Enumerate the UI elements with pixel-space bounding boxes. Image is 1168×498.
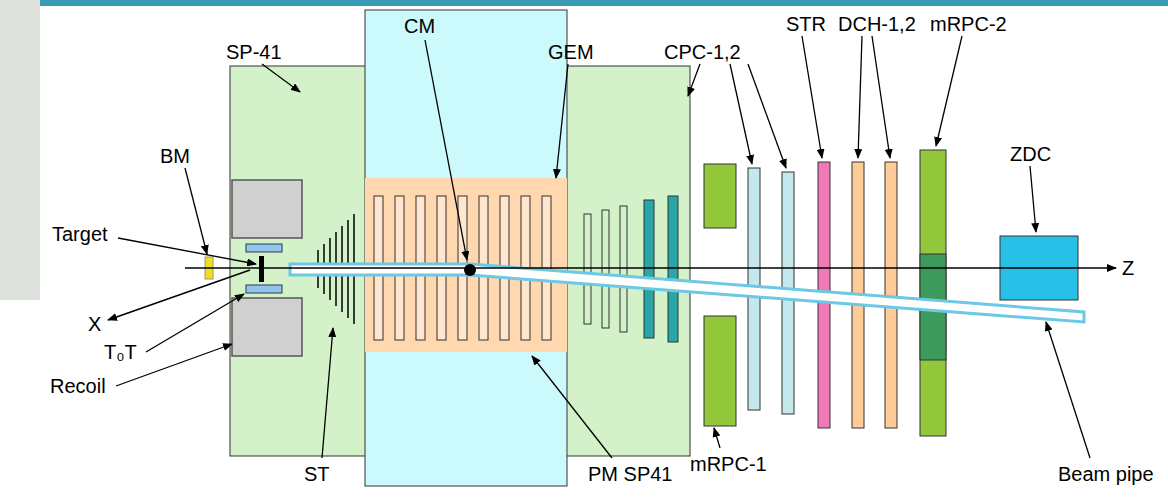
photo-sliver: [0, 0, 40, 300]
part-label: ST: [304, 462, 330, 486]
part-label: CPC-1,2: [664, 40, 741, 64]
magnet-pole: [365, 10, 567, 486]
part-label: Target: [52, 222, 108, 246]
part-label: SP-41: [226, 40, 282, 64]
mrpc1-chamber: [704, 164, 736, 228]
drift-chamber: [885, 162, 897, 428]
recoil-block: [232, 298, 302, 356]
axis-label: Z: [1122, 256, 1134, 280]
t0t-detector: [246, 244, 282, 252]
mrpc1-chamber: [704, 316, 736, 426]
recoil-block: [232, 180, 302, 238]
part-label: mRPC-2: [930, 12, 1007, 36]
beam-pipe: [290, 264, 1084, 322]
part-label: STR: [786, 12, 826, 36]
downstream-planes: [584, 196, 678, 342]
part-label: mRPC-1: [690, 452, 767, 476]
center-label: CM: [404, 14, 435, 38]
part-label: GEM: [548, 40, 594, 64]
leader-lines: [116, 36, 1090, 458]
cm-dot: [464, 264, 476, 276]
target: [259, 256, 264, 282]
part-label: Beam pipe: [1058, 462, 1154, 486]
mrpc2-chamber: [920, 150, 946, 436]
part-label: T₀T: [104, 340, 137, 364]
part-label: PM SP41: [588, 462, 672, 486]
axis-label: X: [88, 312, 101, 336]
part-label: DCH-1,2: [838, 12, 916, 36]
part-label: BM: [160, 144, 190, 168]
part-label: Recoil: [50, 374, 106, 398]
t0t-detector: [246, 285, 282, 293]
z-axis: [185, 267, 1116, 269]
part-label: ZDC: [1010, 142, 1051, 166]
header-band: [40, 0, 1168, 6]
x-axis: [108, 270, 250, 320]
